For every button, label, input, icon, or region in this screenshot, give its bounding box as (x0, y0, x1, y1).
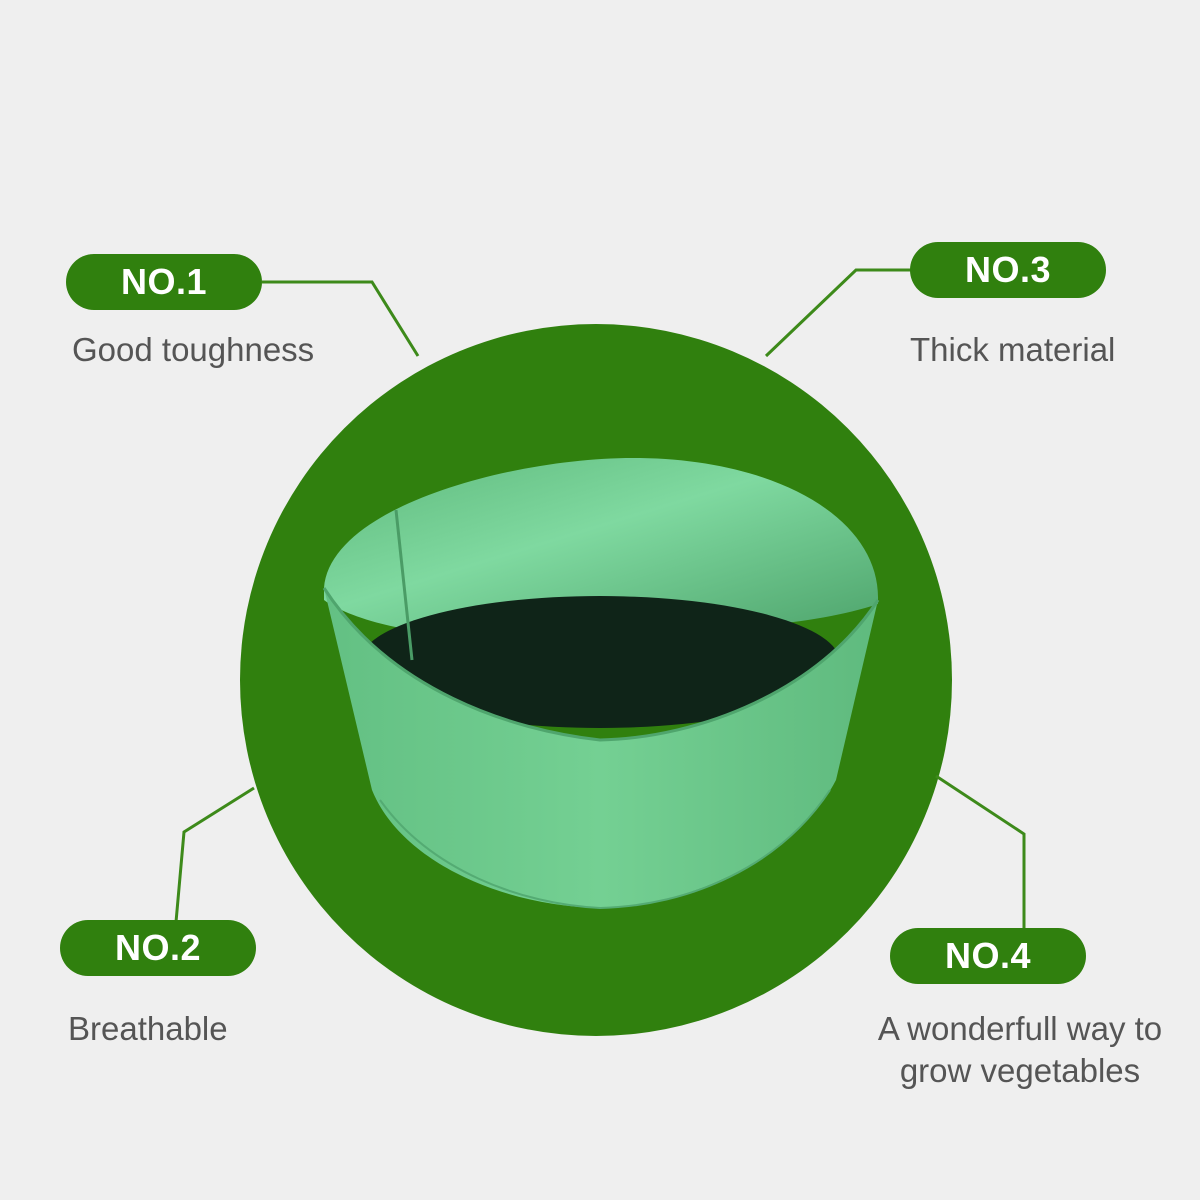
caption-grow-vegetables: A wonderfull way to grow vegetables (860, 1008, 1180, 1092)
caption-grow-vegetables-line2: grow vegetables (899, 1052, 1141, 1089)
connector-line-4 (935, 774, 1026, 928)
badge-no4: NO.4 (890, 928, 1086, 984)
soil (360, 596, 840, 728)
caption-thick-material: Thick material (910, 331, 1116, 368)
connector-line-1 (262, 280, 420, 357)
connector-line-2 (174, 786, 255, 923)
caption-good-toughness: Good toughness (72, 331, 315, 368)
grow-bag-pot (322, 457, 880, 910)
connector-line-3 (764, 268, 912, 358)
badge-no2: NO.2 (60, 920, 256, 976)
badge-no1: NO.1 (66, 254, 262, 310)
badge-no3: NO.3 (910, 242, 1106, 298)
caption-breathable: Breathable (68, 1010, 228, 1047)
caption-grow-vegetables-line1: A wonderfull way to (877, 1010, 1163, 1047)
